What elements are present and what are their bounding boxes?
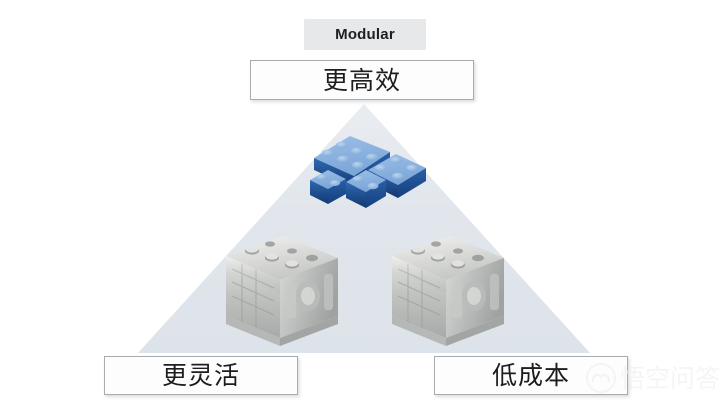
lego-bricks-icon bbox=[310, 136, 426, 208]
callout-box-top: 更高效 bbox=[250, 60, 474, 100]
callout-label-top: 更高效 bbox=[322, 65, 401, 95]
callout-box-bottom-left: 更灵活 bbox=[104, 356, 298, 395]
callout-label-bottom-left: 更灵活 bbox=[161, 361, 240, 390]
engine-block-left bbox=[226, 236, 338, 346]
modular-title-text: Modular bbox=[335, 26, 395, 43]
engine-block-right bbox=[392, 236, 504, 346]
modular-title-chip: Modular bbox=[304, 19, 426, 50]
callout-box-bottom-right: 低成本 bbox=[434, 356, 628, 395]
callout-label-bottom-right: 低成本 bbox=[491, 361, 570, 390]
